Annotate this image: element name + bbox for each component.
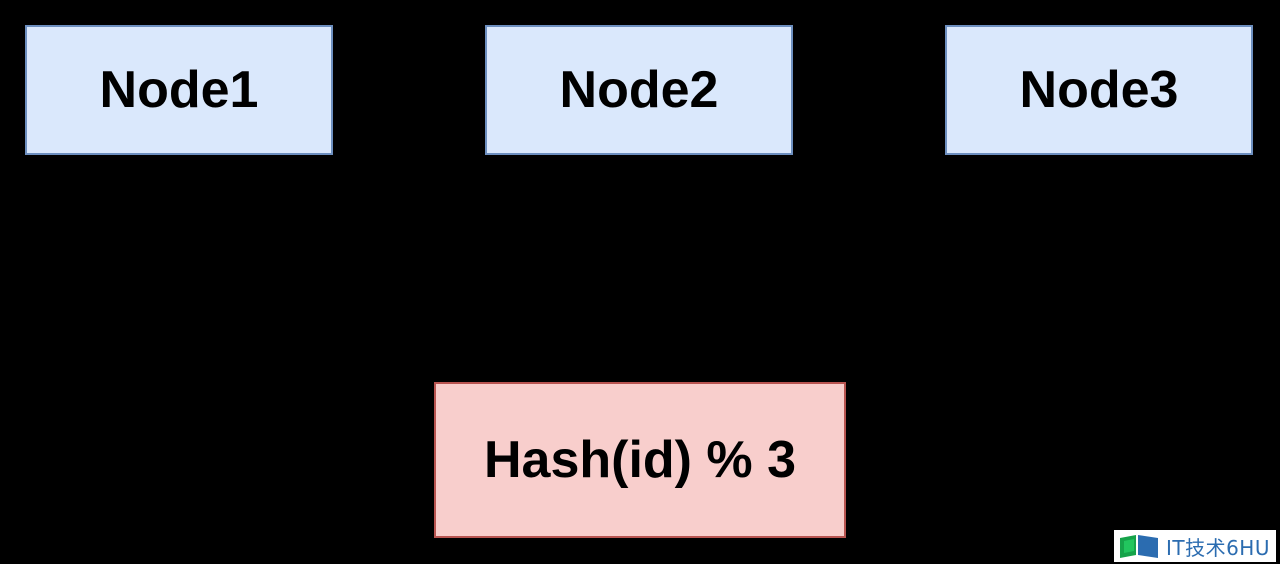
watermark: IT技术6HU	[1113, 530, 1276, 562]
book-logo-icon	[1119, 535, 1158, 558]
hash-box: Hash(id) % 3	[434, 382, 846, 538]
node1-box: Node1	[25, 25, 333, 155]
edge-hash-to-node3	[639, 153, 1086, 384]
edge-hash-to-node1	[194, 153, 641, 384]
watermark-text: IT技术6HU	[1165, 535, 1270, 560]
node3-label: Node3	[1019, 61, 1179, 119]
node2-label: Node2	[559, 61, 719, 119]
node3-box: Node3	[945, 25, 1253, 155]
hash-label: Hash(id) % 3	[483, 431, 797, 489]
node1-label: Node1	[99, 61, 259, 119]
node2-box: Node2	[485, 25, 793, 155]
